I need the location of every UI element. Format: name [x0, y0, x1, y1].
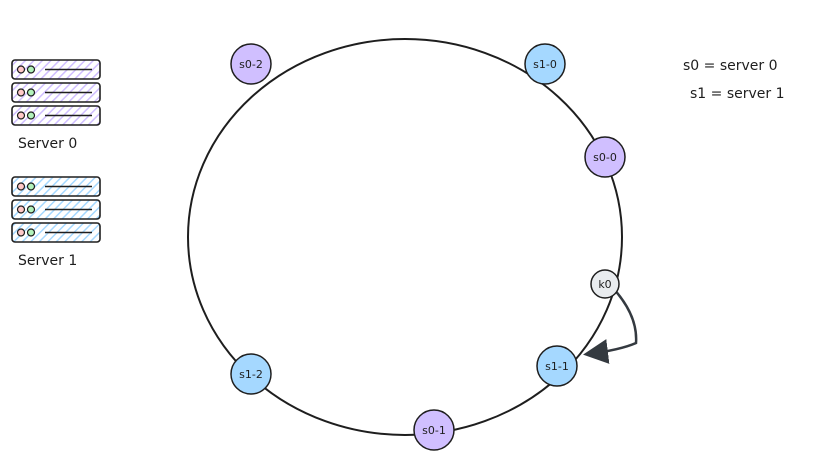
key-lookup-arrow [583, 286, 638, 364]
key-node-k0: k0 [590, 269, 620, 299]
ring-node-s1-0: s1-0 [524, 43, 566, 85]
ring-node-s0-0: s0-0 [584, 136, 626, 178]
led-red [16, 228, 26, 237]
ring-node-s0-1: s0-1 [413, 409, 455, 451]
server-1-label: Server 1 [18, 253, 78, 269]
ring-node-label: s1-0 [533, 58, 557, 71]
ring-node-s1-2: s1-2 [230, 353, 272, 395]
ring-node-label: s0-1 [422, 424, 446, 437]
legend-server-1: s1 = server 1 [690, 86, 785, 102]
led-red [16, 88, 26, 97]
server-0-label: Server 0 [18, 136, 78, 152]
server-1-icon [11, 176, 101, 243]
ring-node-s1-1: s1-1 [536, 345, 578, 387]
ring-node-label: s1-1 [545, 360, 569, 373]
hash-ring [187, 38, 623, 436]
led-green [26, 65, 36, 74]
led-red [16, 182, 26, 191]
led-red [16, 111, 26, 120]
led-green [26, 205, 36, 214]
led-green [26, 88, 36, 97]
server-0-icon [11, 59, 101, 126]
ring-node-s0-2: s0-2 [230, 43, 272, 85]
led-green [26, 111, 36, 120]
led-red [16, 205, 26, 214]
ring-node-label: s0-0 [593, 151, 617, 164]
ring-node-label: s0-2 [239, 58, 263, 71]
led-green [26, 182, 36, 191]
ring-node-label: s1-2 [239, 368, 263, 381]
key-node-label: k0 [598, 278, 611, 291]
legend-server-0: s0 = server 0 [683, 58, 778, 74]
led-red [16, 65, 26, 74]
led-green [26, 228, 36, 237]
